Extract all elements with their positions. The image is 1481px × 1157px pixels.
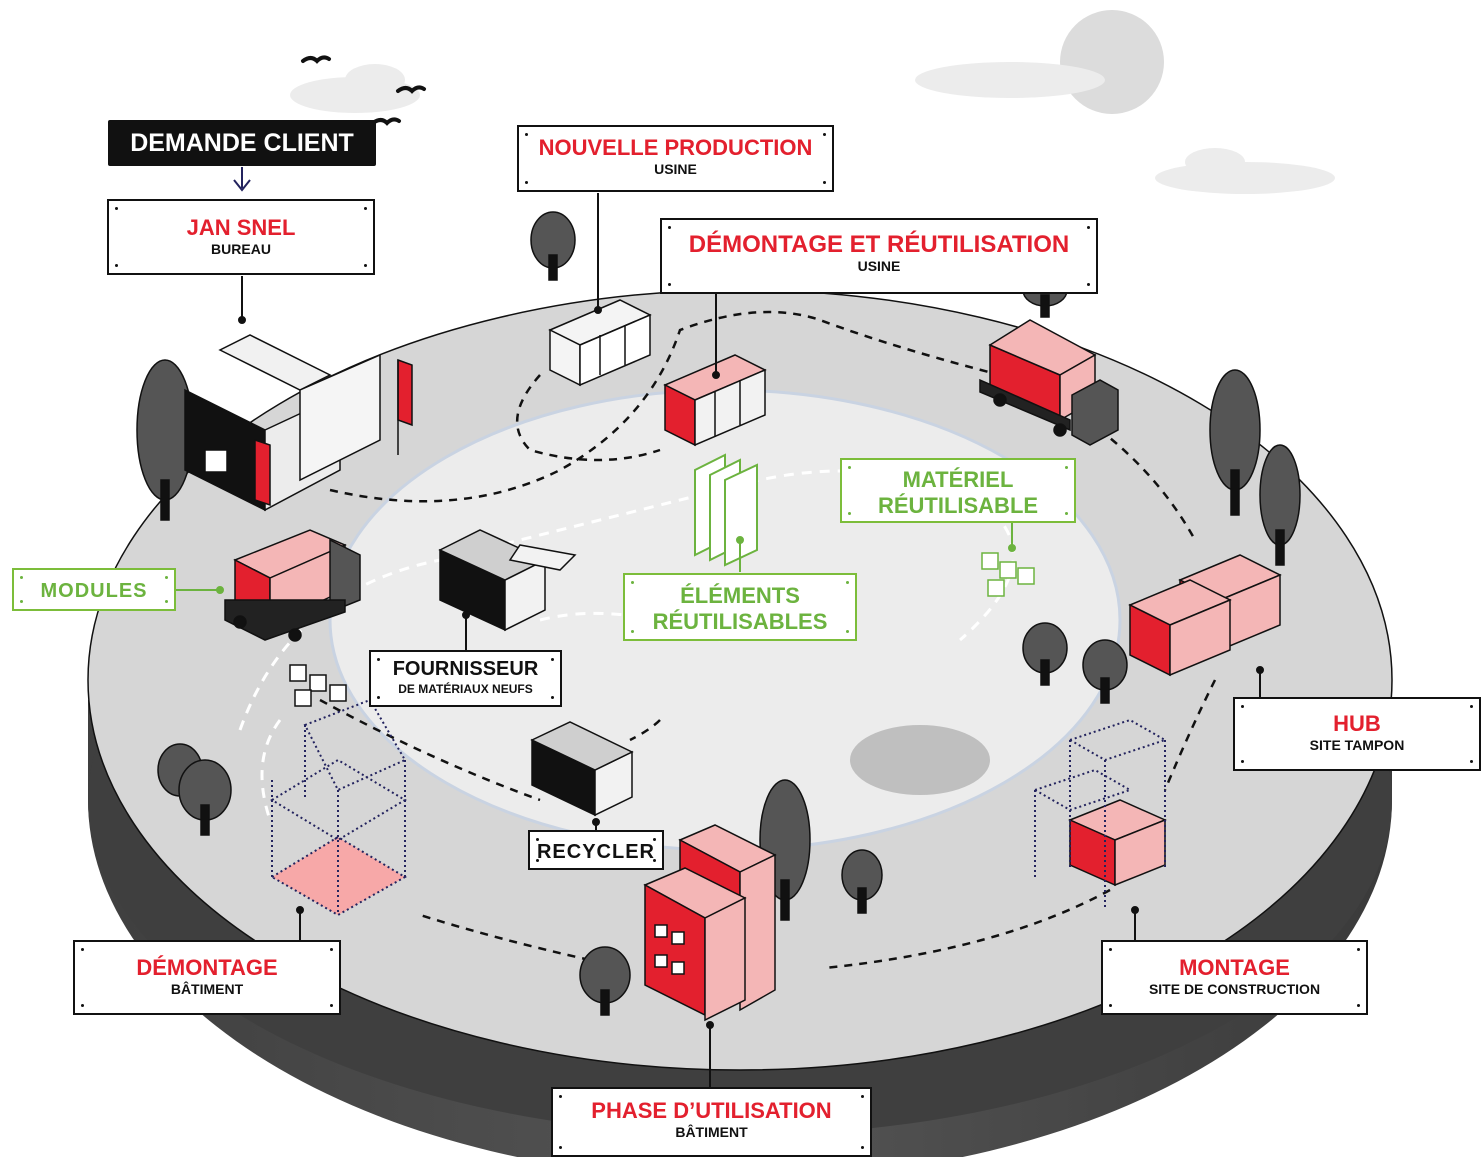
label-title: NOUVELLE PRODUCTION (538, 135, 813, 160)
label-demontage-reutilisation: DÉMONTAGE ET RÉUTILISATION USINE (660, 218, 1098, 294)
usage-building (643, 824, 777, 1022)
label-materiel-reutilisable: MATÉRIEL RÉUTILISABLE (840, 458, 1076, 523)
leader-lines (176, 167, 1264, 1087)
label-title: DÉMONTAGE ET RÉUTILISATION (688, 231, 1070, 258)
label-title: MODULES (40, 580, 148, 602)
supplier-factory (438, 529, 577, 632)
label-demontage: DÉMONTAGE BÂTIMENT (73, 940, 341, 1015)
label-subtitle: DE MATÉRIAUX NEUFS (398, 682, 533, 696)
moon-icon (1060, 10, 1164, 114)
label-line-1: MATÉRIEL (902, 467, 1014, 492)
label-subtitle: BUREAU (211, 241, 271, 257)
montage-frame (1032, 718, 1168, 910)
truck-modules (224, 529, 361, 642)
reusable-panels (694, 453, 758, 567)
label-title: HUB (1333, 711, 1381, 736)
label-recycler: RECYCLER (528, 830, 664, 870)
label-hub: HUB SITE TAMPON (1233, 697, 1481, 771)
label-fournisseur: FOURNISSEUR DE MATÉRIAUX NEUFS (369, 650, 562, 707)
label-montage: MONTAGE SITE DE CONSTRUCTION (1101, 940, 1368, 1015)
arrow-icon (233, 179, 251, 192)
label-phase-utilisation: PHASE D’UTILISATION BÂTIMENT (551, 1087, 872, 1157)
label-subtitle: SITE DE CONSTRUCTION (1148, 981, 1321, 997)
truck-top-right (979, 319, 1119, 446)
material-cubes (289, 664, 347, 707)
office-building (184, 334, 413, 512)
demontage-frame (270, 698, 407, 917)
label-jan-snel: JAN SNEL BUREAU (107, 199, 375, 275)
glass-module (548, 299, 652, 387)
label-modules: MODULES (12, 568, 176, 611)
label-subtitle: SITE TAMPON (1309, 737, 1405, 753)
reusable-cubes (981, 552, 1035, 597)
label-elements-reutilisables: ÉLÉMENTS RÉUTILISABLES (623, 573, 857, 641)
label-subtitle: USINE (654, 161, 697, 177)
label-subtitle: BÂTIMENT (170, 981, 244, 997)
recycler-factory (530, 721, 634, 817)
label-line-2: RÉUTILISABLE (877, 493, 1039, 518)
label-subtitle: BÂTIMENT (675, 1124, 748, 1140)
label-title: MONTAGE (1179, 955, 1290, 980)
reuse-module (663, 354, 767, 447)
label-title: DÉMONTAGE (136, 955, 278, 980)
label-line-2: RÉUTILISABLES (652, 609, 828, 634)
cloud-icon (290, 62, 1335, 194)
label-title: JAN SNEL (186, 215, 296, 240)
customer-request-label: DEMANDE CLIENT (108, 120, 376, 166)
label-title: FOURNISSEUR (392, 658, 539, 680)
label-nouvelle-production: NOUVELLE PRODUCTION USINE (517, 125, 834, 192)
label-title: RECYCLER (536, 841, 655, 863)
montage-module (1068, 799, 1167, 887)
hub-modules (1128, 554, 1282, 677)
label-line-1: ÉLÉMENTS (680, 583, 800, 608)
label-subtitle: USINE (857, 258, 901, 274)
label-title: PHASE D’UTILISATION (591, 1098, 832, 1123)
